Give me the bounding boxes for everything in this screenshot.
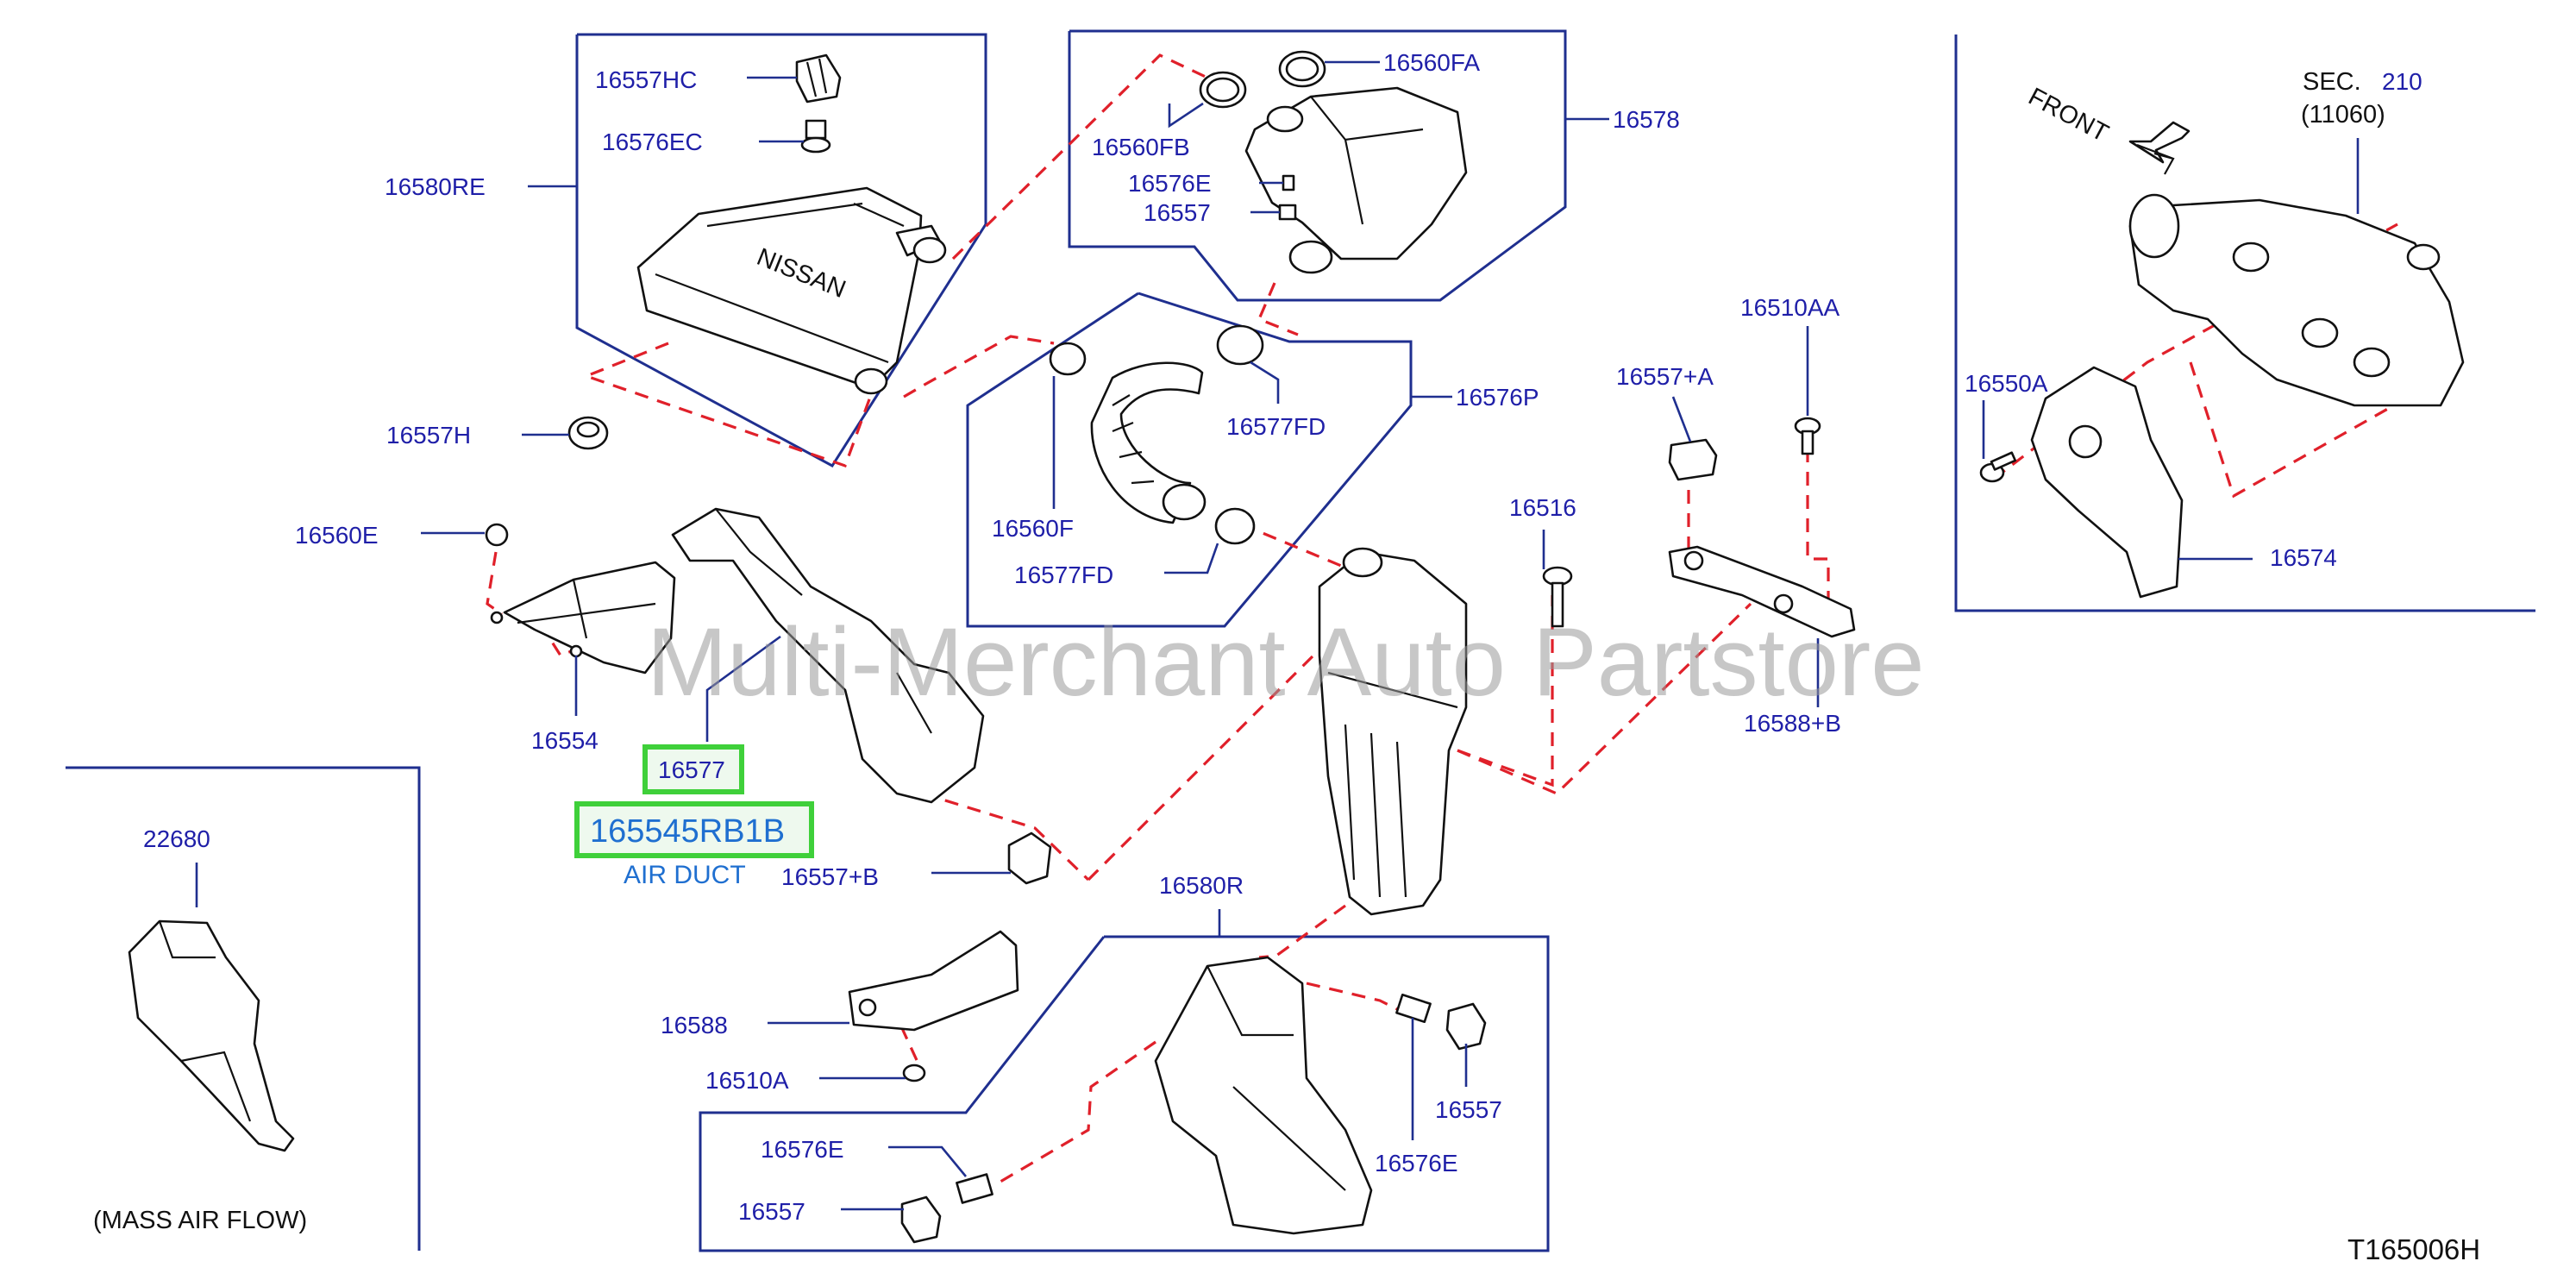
- sec-number-link[interactable]: 210: [2382, 68, 2422, 95]
- bracket-16588: [848, 930, 1019, 1032]
- label-16576E-br[interactable]: 16576E: [1375, 1150, 1458, 1176]
- label-16588[interactable]: 16588: [661, 1012, 728, 1038]
- frame-air-cleaner-cover: [575, 33, 987, 467]
- bolt-16550A: [1979, 451, 2017, 483]
- maf-sensor-22680: [128, 919, 295, 1152]
- throttle-chamber-sec210: [2128, 193, 2465, 407]
- label-16580R[interactable]: 16580R: [1159, 872, 1244, 899]
- maf-caption: (MASS AIR FLOW): [93, 1207, 307, 1234]
- resonator: [1244, 86, 1468, 274]
- clamp-16577FD-a: [1216, 324, 1264, 366]
- frame-hose: [966, 292, 1413, 628]
- label-16580RE[interactable]: 16580RE: [385, 173, 486, 200]
- assembly-lines: [486, 53, 2433, 1183]
- grommet-16576EC: [800, 119, 831, 154]
- cap-16557HC: [795, 53, 842, 104]
- clamp-16577FD-b: [1214, 507, 1256, 545]
- label-16560FB[interactable]: 16560FB: [1092, 134, 1190, 160]
- hose-16576P: [1090, 361, 1207, 524]
- leader-lines: [195, 60, 2360, 1211]
- label-16557-br[interactable]: 16557: [1435, 1096, 1502, 1123]
- label-16576E-bl[interactable]: 16576E: [761, 1136, 844, 1163]
- part-labels[interactable]: 16557HC 16576EC 16580RE 16557H 16560FA 1…: [143, 49, 2337, 1225]
- part-16576E-bl: [956, 1173, 993, 1204]
- clip-16560E: [485, 523, 509, 547]
- label-16516[interactable]: 16516: [1509, 494, 1576, 521]
- highlight-part-code[interactable]: 165545RB1B: [590, 813, 785, 850]
- label-16560E[interactable]: 16560E: [295, 522, 379, 549]
- label-16557H[interactable]: 16557H: [386, 422, 471, 449]
- label-16550A[interactable]: 16550A: [1965, 370, 2048, 397]
- front-arrow-icon: [2128, 121, 2191, 175]
- label-16557-bl[interactable]: 16557: [738, 1198, 805, 1225]
- bolt-16510A: [902, 1064, 926, 1082]
- label-16574[interactable]: 16574: [2270, 544, 2337, 571]
- bolt-16510AA: [1794, 417, 1821, 455]
- label-16557-top[interactable]: 16557: [1144, 199, 1211, 226]
- label-16578[interactable]: 16578: [1613, 106, 1680, 133]
- air-cleaner-cover: NISSAN: [636, 186, 947, 395]
- frame-resonator-lower: [699, 935, 1550, 1252]
- label-16554[interactable]: 16554: [531, 727, 599, 754]
- highlight-part-name: AIR DUCT: [624, 861, 746, 889]
- grommet-16557B: [1007, 831, 1052, 885]
- cap-16557A: [1668, 438, 1718, 481]
- grommet-16557-br: [1445, 1002, 1487, 1051]
- bolt-16516: [1542, 566, 1573, 628]
- clamp-16560FA: [1278, 50, 1326, 88]
- bracket-16574: [2030, 366, 2184, 599]
- label-16576P[interactable]: 16576P: [1456, 384, 1539, 411]
- label-16577FD-b[interactable]: 16577FD: [1014, 562, 1113, 588]
- label-16577FD-a[interactable]: 16577FD: [1226, 413, 1326, 440]
- frame-maf: [66, 766, 421, 1251]
- front-label: FRONT: [2024, 83, 2113, 147]
- watermark: Multi-Merchant Auto Partstore: [647, 608, 1924, 716]
- sec-code: (11060): [2301, 101, 2385, 129]
- frame-sec210: [1954, 35, 2535, 612]
- label-16576E-top[interactable]: 16576E: [1128, 170, 1212, 197]
- label-16557A[interactable]: 16557+A: [1616, 363, 1714, 390]
- label-22680[interactable]: 22680: [143, 825, 210, 852]
- part-16576E-br: [1395, 993, 1432, 1024]
- air-duct-16577: [671, 507, 985, 804]
- sec-label: SEC.: [2303, 68, 2361, 96]
- bracket-16554: [490, 561, 676, 675]
- highlight-box-code[interactable]: [574, 801, 814, 858]
- highlight-callout[interactable]: 16577 165545RB1B AIR DUCT: [574, 744, 814, 889]
- diagram-code: T165006H: [2347, 1233, 2480, 1265]
- label-16510A[interactable]: 16510A: [705, 1067, 789, 1094]
- highlight-part-number[interactable]: 16577: [658, 756, 725, 783]
- clamp-16560F: [1049, 342, 1087, 376]
- air-cleaner-body: [1318, 547, 1468, 916]
- part-16557-top: [1278, 204, 1297, 221]
- frame-resonator: [1068, 29, 1567, 302]
- label-16557HC[interactable]: 16557HC: [595, 66, 697, 93]
- clamp-16560FB: [1199, 71, 1247, 109]
- label-16560FA[interactable]: 16560FA: [1383, 49, 1480, 76]
- part-16576E-top: [1282, 174, 1295, 191]
- label-16510AA[interactable]: 16510AA: [1740, 294, 1840, 321]
- grommet-16557H: [567, 416, 609, 450]
- resonator-16580R: [1154, 956, 1373, 1235]
- label-16560F[interactable]: 16560F: [992, 515, 1074, 542]
- bracket-16588B: [1668, 545, 1856, 638]
- highlight-box-part[interactable]: [642, 744, 744, 794]
- label-16557B[interactable]: 16557+B: [781, 863, 879, 890]
- label-16588B[interactable]: 16588+B: [1744, 710, 1841, 737]
- label-16576EC[interactable]: 16576EC: [602, 129, 703, 155]
- grommet-16557-bl: [900, 1195, 942, 1244]
